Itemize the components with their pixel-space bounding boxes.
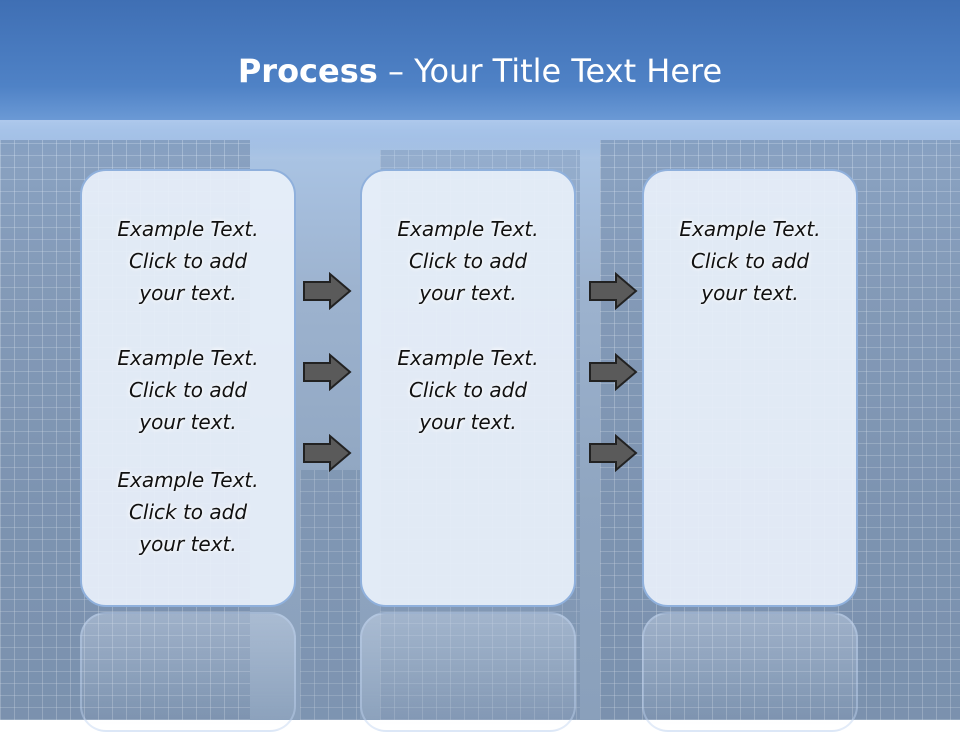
text-block[interactable]: Example Text. Click to add your text. (82, 464, 294, 560)
right-arrow-icon[interactable] (302, 272, 352, 310)
text-line: your text. (139, 410, 237, 434)
building-center (300, 470, 360, 720)
right-arrow-icon[interactable] (588, 434, 638, 472)
text-line: your text. (139, 532, 237, 556)
panel-reflection (642, 612, 858, 732)
text-line: Example Text. (397, 217, 539, 241)
text-line: Click to add (690, 249, 810, 273)
text-line: Click to add (408, 249, 528, 273)
text-line: your text. (701, 281, 799, 305)
text-line: Example Text. (397, 346, 539, 370)
right-arrow-icon[interactable] (588, 272, 638, 310)
process-panel-2[interactable]: Example Text. Click to add your text. Ex… (360, 169, 576, 607)
text-line: your text. (419, 281, 517, 305)
panel-reflection (360, 612, 576, 732)
text-block[interactable]: Example Text. Click to add your text. (82, 213, 294, 309)
text-line: Click to add (408, 378, 528, 402)
process-panel-1[interactable]: Example Text. Click to add your text. Ex… (80, 169, 296, 607)
text-line: Click to add (128, 378, 248, 402)
text-line: Example Text. (679, 217, 821, 241)
text-line: Example Text. (117, 217, 259, 241)
text-block[interactable]: Example Text. Click to add your text. (362, 342, 574, 438)
right-arrow-icon[interactable] (302, 353, 352, 391)
text-block[interactable]: Example Text. Click to add your text. (644, 213, 856, 309)
text-line: Click to add (128, 500, 248, 524)
text-line: Example Text. (117, 468, 259, 492)
text-block[interactable]: Example Text. Click to add your text. (82, 342, 294, 438)
text-line: your text. (419, 410, 517, 434)
title-rest: – Your Title Text Here (377, 52, 723, 90)
title-bold: Process (237, 52, 378, 90)
right-arrow-icon[interactable] (302, 434, 352, 472)
slide-title[interactable]: Process – Your Title Text Here (0, 52, 960, 90)
text-line: Example Text. (117, 346, 259, 370)
panel-reflection (80, 612, 296, 732)
text-block[interactable]: Example Text. Click to add your text. (362, 213, 574, 309)
text-line: your text. (139, 281, 237, 305)
text-line: Click to add (128, 249, 248, 273)
right-arrow-icon[interactable] (588, 353, 638, 391)
process-panel-3[interactable]: Example Text. Click to add your text. (642, 169, 858, 607)
